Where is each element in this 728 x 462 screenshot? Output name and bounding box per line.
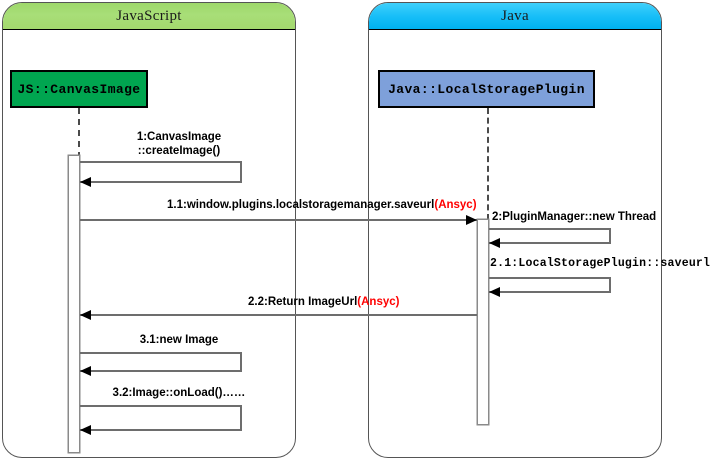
message-3-1-outbound-line (80, 352, 242, 354)
frame-javascript-title: JavaScript (3, 3, 295, 30)
message-label-1-line2: ::createImage() (137, 145, 221, 157)
message-3-2-arrowhead (80, 425, 91, 435)
message-label-2-1: 2.1:LocalStoragePlugin::saveurl (490, 257, 710, 271)
frame-java-title: Java (369, 3, 661, 30)
message-label-1-1: 1.1:window.plugins.localstoragemanager.s… (167, 198, 477, 212)
message-2-1-arrowhead (489, 287, 500, 297)
lifeline-localstorageplugin (487, 108, 489, 220)
lifeline-canvasimage (78, 108, 80, 158)
message-1-return-line (80, 181, 242, 183)
message-1-1-arrowhead (466, 215, 477, 225)
message-label-3-1-text: 3.1:new Image (139, 334, 219, 346)
message-2-arrowhead (489, 238, 500, 248)
message-2-2-line (80, 314, 477, 316)
message-label-3-2: 3.2:Image::onLoad()…… (94, 386, 264, 400)
message-1-outbound-line (80, 161, 242, 163)
message-1-1-line (80, 219, 477, 221)
message-3-1-return-line (80, 370, 242, 372)
message-2-turn-line (609, 228, 611, 242)
message-label-2: 2:PluginManager::new Thread (492, 210, 656, 224)
message-label-1: 1:CanvasImage ::createImage() (104, 130, 254, 158)
message-label-3-2-text: 3.2:Image::onLoad()…… (112, 387, 246, 399)
participant-localstorageplugin-label: Java::LocalStoragePlugin (388, 81, 585, 97)
activation-bar-localstorageplugin (477, 219, 489, 425)
message-label-1-1-text: 1.1:window.plugins.localstoragemanager.s… (167, 199, 435, 211)
message-3-2-return-line (80, 429, 242, 431)
participant-canvasimage-label: JS::CanvasImage (17, 81, 141, 97)
message-2-outbound-line (489, 228, 611, 230)
participant-localstorageplugin[interactable]: Java::LocalStoragePlugin (378, 70, 595, 108)
message-3-1-arrowhead (80, 366, 91, 376)
message-label-2-text: 2:PluginManager::new Thread (492, 211, 657, 223)
message-label-2-2: 2.2:Return ImageUrl(Ansyc) (248, 295, 399, 309)
message-2-1-return-line (489, 291, 611, 293)
message-3-1-turn-line (240, 352, 242, 370)
message-label-1-line1: 1:CanvasImage (136, 131, 222, 143)
message-label-2-2-async: (Ansyc) (357, 296, 400, 308)
message-1-arrowhead (80, 177, 91, 187)
message-2-1-outbound-line (489, 277, 611, 279)
message-2-return-line (489, 242, 611, 244)
participant-canvasimage[interactable]: JS::CanvasImage (10, 70, 148, 108)
message-label-1-1-async: (Ansyc) (434, 199, 477, 211)
activation-bar-canvasimage (68, 155, 80, 453)
message-label-2-2-text: 2.2:Return ImageUrl (248, 296, 358, 308)
message-2-1-turn-line (609, 277, 611, 291)
frame-java: Java (368, 2, 662, 458)
message-2-2-arrowhead (80, 310, 91, 320)
message-label-2-1-text: 2.1:LocalStoragePlugin::saveurl (490, 257, 711, 270)
message-3-2-outbound-line (80, 405, 242, 407)
message-3-2-turn-line (240, 405, 242, 429)
message-label-3-1: 3.1:new Image (104, 333, 254, 347)
message-1-turn-line (240, 161, 242, 181)
